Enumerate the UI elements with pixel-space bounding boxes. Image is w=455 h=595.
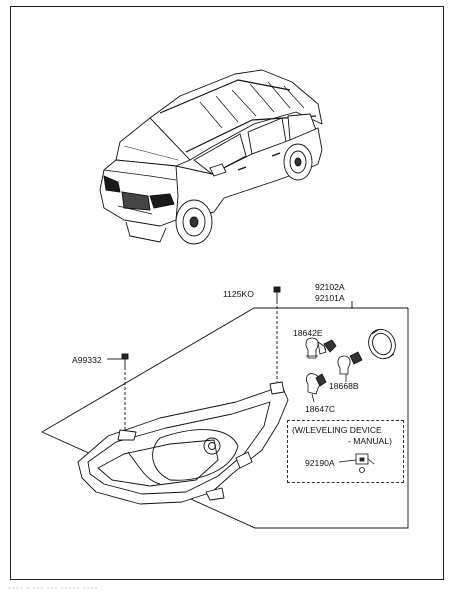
screw-part — [273, 286, 281, 382]
label-92102a: 92102A — [315, 282, 345, 292]
headlamp-assembly — [77, 381, 289, 505]
socket-part — [323, 339, 337, 353]
dust-cap — [368, 328, 396, 360]
label-1125ko: 1125KO — [223, 289, 254, 299]
bolt-part — [107, 353, 129, 432]
footer-caption: ~~~~ ~ ~~~ ~~~ ~~~~~ ~~~~ — [8, 586, 99, 592]
car-illustration — [99, 69, 323, 245]
leveling-device-inset: (W/LEVELING DEVICE - MANUAL) 92190A — [287, 420, 404, 483]
inset-title-line-2: - MANUAL) — [348, 436, 392, 446]
label-92101a: 92101A — [315, 293, 345, 303]
leveling-actuator — [338, 453, 375, 473]
diagram-frame — [10, 6, 444, 580]
label-92190a: 92190A — [305, 458, 335, 468]
bulb-18647c — [306, 373, 327, 403]
label-18647c: 18647C — [305, 404, 336, 414]
label-a99332: A99332 — [72, 355, 102, 365]
bulb-18642e — [305, 337, 327, 359]
bulb-18668b — [337, 351, 363, 382]
inset-title-line-1: (W/LEVELING DEVICE — [292, 425, 382, 435]
label-18668b: 18668B — [329, 381, 359, 391]
label-18642e: 18642E — [293, 328, 323, 338]
